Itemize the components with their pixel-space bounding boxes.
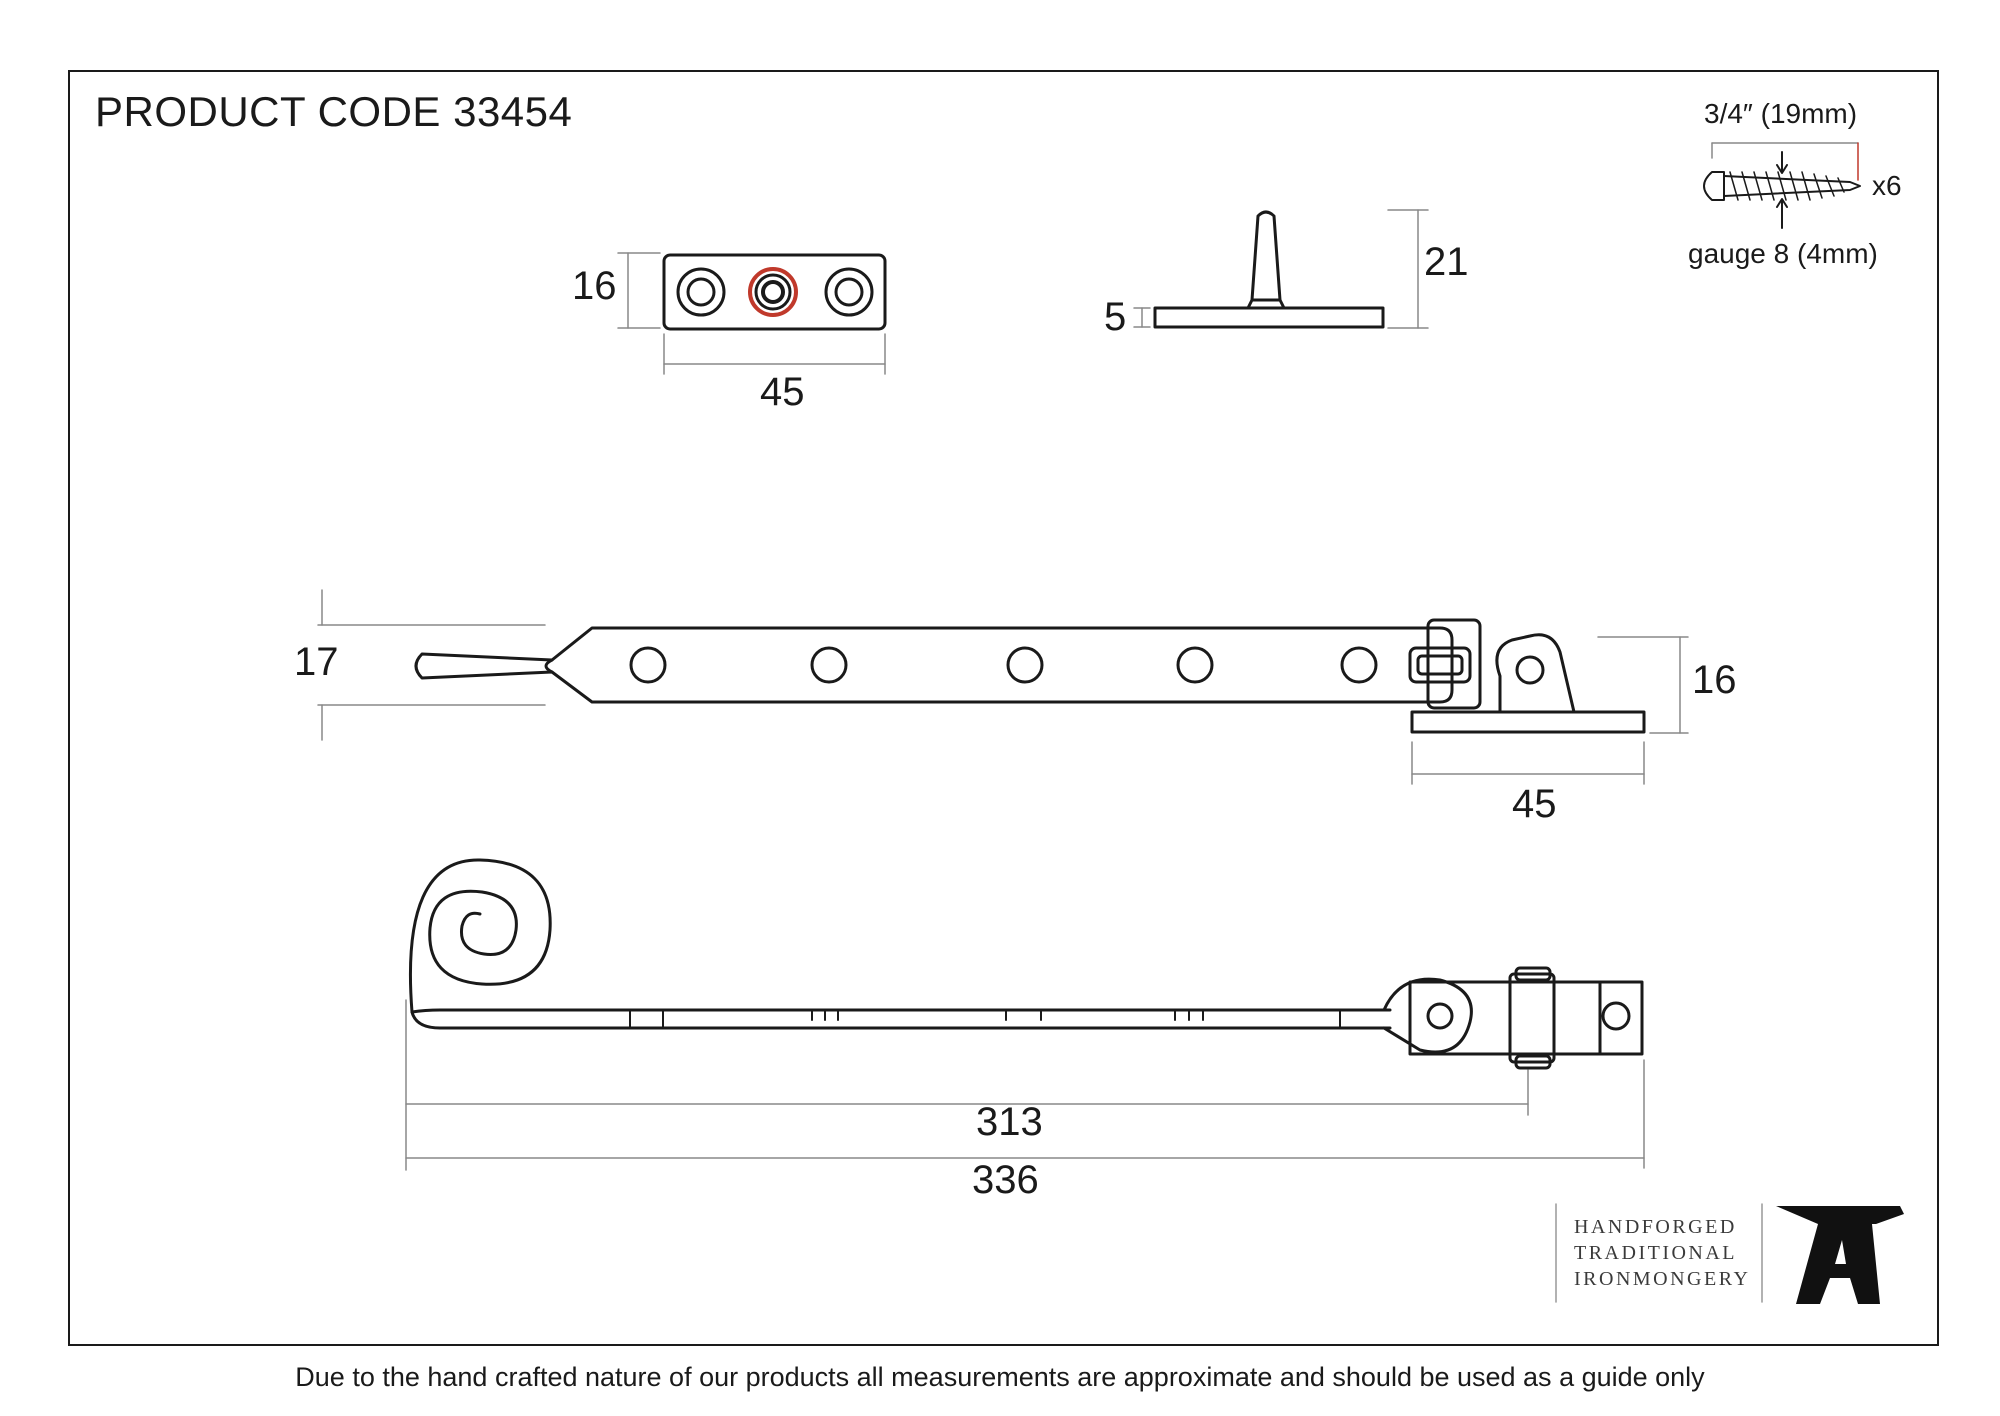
stay-length-313-label: 313: [976, 1100, 1043, 1144]
pin-height-label: 21: [1424, 240, 1469, 284]
screw-gauge-label: gauge 8 (4mm): [1688, 238, 1878, 269]
bracket-height-label: 16: [1692, 658, 1737, 702]
screw-length-label: 3/4″ (19mm): [1704, 98, 1858, 129]
brand-divider-lines: [1555, 1203, 1763, 1303]
drawing-border: [68, 70, 1939, 1346]
stay-side-view: [317, 589, 1689, 785]
product-code-title: PRODUCT CODE 33454: [95, 88, 573, 135]
brand-line-3: IRONMONGERY: [1574, 1268, 1751, 1290]
pin-plate-top-view: [617, 252, 887, 375]
stay-length-336-label: 336: [972, 1158, 1039, 1202]
disclaimer-text: Due to the hand crafted nature of our pr…: [295, 1362, 1705, 1392]
screw-icon: [1703, 142, 1861, 229]
screw-quantity-label: x6: [1872, 170, 1902, 201]
stay-width-label: 17: [294, 640, 339, 684]
stay-top-view: [405, 858, 1645, 1171]
pin-side-view: [1133, 209, 1429, 329]
brand-line-2: TRADITIONAL: [1574, 1242, 1738, 1264]
brand-line-1: HANDFORGED: [1574, 1216, 1737, 1238]
bracket-width-label: 45: [1512, 782, 1557, 826]
anvil-logo-icon: [1776, 1206, 1904, 1304]
pin-plate-height-label: 16: [572, 264, 617, 308]
pin-plate-width-label: 45: [760, 370, 805, 414]
pin-plate-thickness-label: 5: [1104, 295, 1127, 339]
